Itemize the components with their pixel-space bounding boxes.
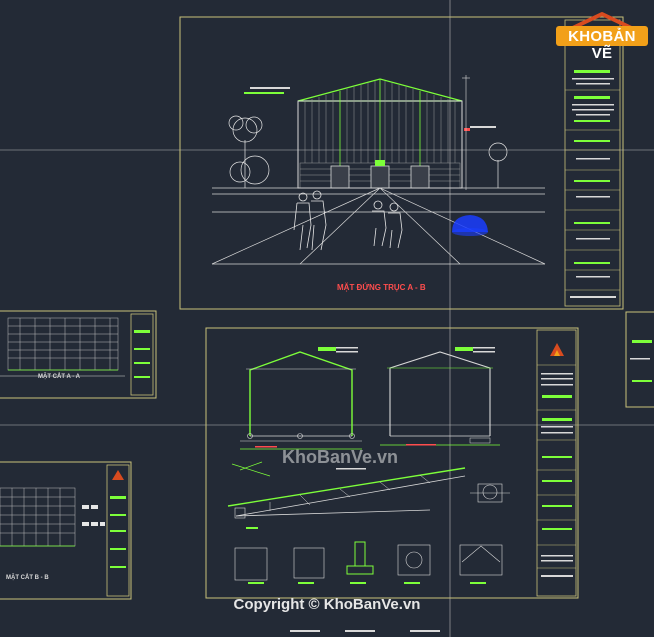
- sheet-right-edge[interactable]: [625, 311, 654, 408]
- sheet-section-details[interactable]: [205, 327, 579, 599]
- truss-detail: [227, 461, 466, 519]
- joint-detail: [234, 483, 510, 581]
- sheet-left-bottom[interactable]: [0, 461, 132, 600]
- column-detail: [346, 541, 374, 575]
- logo-text-part1: KHO: [568, 28, 603, 45]
- people-figures-icon: [293, 190, 403, 251]
- watermark-center: KhoBanVe.vn: [282, 447, 399, 467]
- watermark-copyright: Copyright © KhoBanVe.vn: [233, 596, 421, 613]
- logo-text: KHOBẢN VẼ: [556, 28, 648, 62]
- sheet-title-section-a: MẶT CẮT A - A: [38, 374, 80, 380]
- bottom-strip: [290, 630, 440, 632]
- vehicle-icon: [452, 215, 488, 236]
- tree-icon: [488, 142, 508, 188]
- tree-icon: [228, 115, 270, 188]
- house-roof-icon: [556, 12, 648, 46]
- ground-perspective: [211, 187, 546, 265]
- sheet-left-middle[interactable]: [0, 310, 157, 399]
- building-elevation: [244, 75, 496, 190]
- khobanve-logo: KHOBẢN VẼ: [556, 10, 648, 62]
- section-frame-right: [380, 351, 500, 446]
- sheet-title-elevation: MẶT ĐỨNG TRỤC A - B: [337, 283, 426, 292]
- sheet-title-section-b: MẶT CẮT B - B: [6, 575, 49, 581]
- logo-text-part2: BẢN VẼ: [591, 28, 636, 62]
- section-frame-left: [240, 351, 362, 450]
